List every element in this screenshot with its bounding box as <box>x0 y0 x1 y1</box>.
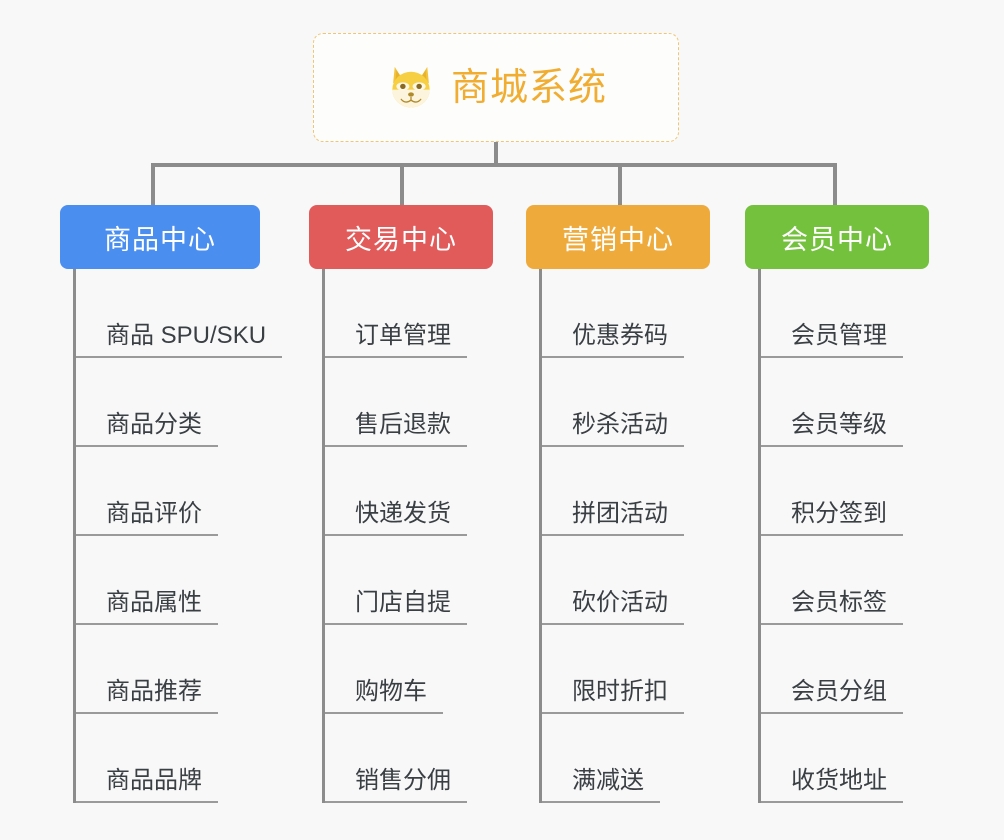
leaf-item[interactable]: 商品 SPU/SKU <box>76 269 283 358</box>
category-label-1: 商品中心 <box>104 224 216 255</box>
leaf-list-3: 优惠券码 秒杀活动 拼团活动 砍价活动 限时折扣 满减送 <box>539 269 710 803</box>
leaf-item[interactable]: 销售分佣 <box>325 714 493 803</box>
leaf-item[interactable]: 商品评价 <box>76 447 260 536</box>
connector-root-stem <box>494 142 498 166</box>
category-label-4: 会员中心 <box>781 224 893 255</box>
shiba-dog-icon <box>385 62 437 114</box>
leaf-item[interactable]: 砍价活动 <box>542 536 710 625</box>
category-column-4: 会员中心 会员管理 会员等级 积分签到 会员标签 会员分组 收货地址 <box>745 205 929 803</box>
leaf-label: 会员等级 <box>791 410 887 438</box>
leaf-item[interactable]: 快递发货 <box>325 447 493 536</box>
connector-drop-1 <box>151 163 155 205</box>
connector-drop-4 <box>833 163 837 205</box>
leaf-item[interactable]: 满减送 <box>542 714 710 803</box>
leaf-item[interactable]: 商品品牌 <box>76 714 260 803</box>
leaf-label: 满减送 <box>572 766 644 794</box>
category-label-3: 营销中心 <box>562 224 674 255</box>
leaf-item[interactable]: 商品推荐 <box>76 625 260 714</box>
leaf-item[interactable]: 限时折扣 <box>542 625 710 714</box>
leaf-label: 商品推荐 <box>106 677 202 705</box>
leaf-list-4: 会员管理 会员等级 积分签到 会员标签 会员分组 收货地址 <box>758 269 929 803</box>
leaf-item[interactable]: 购物车 <box>325 625 493 714</box>
leaf-label: 门店自提 <box>355 588 451 616</box>
leaf-item[interactable]: 会员等级 <box>761 358 929 447</box>
leaf-label: 会员分组 <box>791 677 887 705</box>
leaf-item[interactable]: 会员标签 <box>761 536 929 625</box>
leaf-item[interactable]: 售后退款 <box>325 358 493 447</box>
leaf-item[interactable]: 秒杀活动 <box>542 358 710 447</box>
leaf-label: 订单管理 <box>355 321 451 349</box>
leaf-label: 会员管理 <box>791 321 887 349</box>
leaf-item[interactable]: 订单管理 <box>325 269 493 358</box>
leaf-label: 砍价活动 <box>572 588 668 616</box>
category-header-3[interactable]: 营销中心 <box>526 205 710 269</box>
leaf-item[interactable]: 优惠券码 <box>542 269 710 358</box>
leaf-label: 商品品牌 <box>106 766 202 794</box>
leaf-label: 快递发货 <box>355 499 451 527</box>
leaf-label: 商品属性 <box>106 588 202 616</box>
category-header-4[interactable]: 会员中心 <box>745 205 929 269</box>
leaf-label: 销售分佣 <box>355 766 451 794</box>
leaf-label: 收货地址 <box>791 766 887 794</box>
leaf-label: 拼团活动 <box>572 499 668 527</box>
leaf-item[interactable]: 积分签到 <box>761 447 929 536</box>
leaf-label: 秒杀活动 <box>572 410 668 438</box>
leaf-label: 商品分类 <box>106 410 202 438</box>
root-title: 商城系统 <box>450 66 607 109</box>
leaf-label: 购物车 <box>355 677 427 705</box>
connector-drop-3 <box>618 163 622 205</box>
leaf-label: 商品 SPU/SKU <box>106 321 267 349</box>
category-header-2[interactable]: 交易中心 <box>309 205 493 269</box>
leaf-label: 积分签到 <box>791 499 887 527</box>
leaf-item[interactable]: 会员管理 <box>761 269 929 358</box>
category-column-3: 营销中心 优惠券码 秒杀活动 拼团活动 砍价活动 限时折扣 满减送 <box>526 205 710 803</box>
category-label-2: 交易中心 <box>345 224 457 255</box>
leaf-label: 限时折扣 <box>572 677 668 705</box>
category-column-2: 交易中心 订单管理 售后退款 快递发货 门店自提 购物车 销售分佣 <box>309 205 493 803</box>
leaf-list-2: 订单管理 售后退款 快递发货 门店自提 购物车 销售分佣 <box>322 269 493 803</box>
leaf-label: 优惠券码 <box>572 321 668 349</box>
leaf-item[interactable]: 收货地址 <box>761 714 929 803</box>
connector-drop-2 <box>400 163 404 205</box>
leaf-item[interactable]: 门店自提 <box>325 536 493 625</box>
leaf-item[interactable]: 会员分组 <box>761 625 929 714</box>
leaf-item[interactable]: 商品分类 <box>76 358 260 447</box>
leaf-item[interactable]: 拼团活动 <box>542 447 710 536</box>
category-header-1[interactable]: 商品中心 <box>60 205 260 269</box>
category-column-1: 商品中心 商品 SPU/SKU 商品分类 商品评价 商品属性 商品推荐 商品品牌 <box>60 205 283 803</box>
leaf-list-1: 商品 SPU/SKU 商品分类 商品评价 商品属性 商品推荐 商品品牌 <box>73 269 283 803</box>
connector-horizontal-bus <box>151 163 837 167</box>
leaf-label: 会员标签 <box>791 588 887 616</box>
root-node[interactable]: 商城系统 <box>313 33 679 142</box>
leaf-item[interactable]: 商品属性 <box>76 536 260 625</box>
leaf-label: 商品评价 <box>106 499 202 527</box>
leaf-label: 售后退款 <box>355 410 451 438</box>
